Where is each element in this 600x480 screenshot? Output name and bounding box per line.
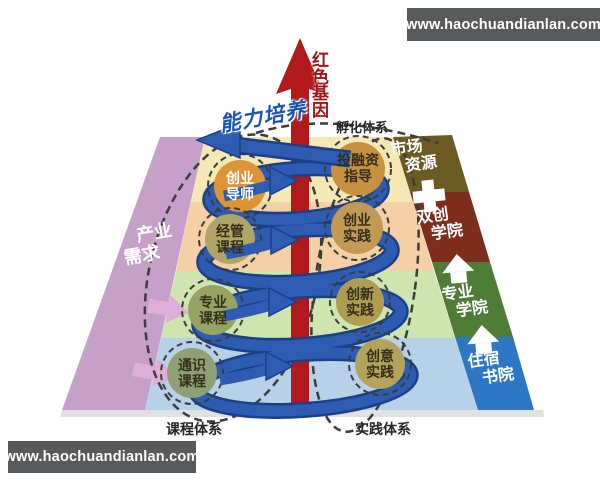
creativity-practice-line1: 创意	[366, 348, 394, 364]
innovation-practice-line2: 实践	[346, 301, 374, 318]
plus-icon	[412, 179, 446, 213]
red-gene-arrow-head	[276, 38, 324, 94]
watermark-top: www.haochuandianlan.com	[406, 8, 600, 41]
arrow-right-icon	[270, 224, 300, 256]
course-system-label: 课程体系	[166, 421, 222, 437]
financing-guidance-label: 投融资 指导	[326, 152, 390, 184]
creativity-practice-circle	[355, 339, 405, 389]
startup-mentor-line2: 导师	[226, 185, 254, 202]
residential-college-label: 住宿 书院	[467, 348, 516, 390]
general-courses-line1: 通识	[178, 357, 206, 373]
arrow-right-icon	[269, 165, 299, 197]
financing-guidance-line1: 投融资	[337, 152, 379, 168]
entrepreneurship-practice-line2: 实践	[343, 227, 371, 244]
arrow-left-icon	[195, 121, 241, 160]
incubation-system-label: 孵化体系	[336, 120, 389, 135]
professional-courses-label: 专业 课程	[181, 294, 245, 326]
general-courses-line2: 课程	[178, 372, 206, 389]
general-courses-circle	[167, 348, 217, 398]
spiral-level-arrows	[219, 165, 300, 386]
management-courses-line1: 经管	[216, 223, 244, 239]
arrow-right-icon	[265, 350, 295, 382]
innovation-practice-label: 创新 实践	[328, 286, 392, 318]
creativity-practice-line2: 实践	[366, 363, 394, 380]
startup-mentor-line1: 创业	[226, 170, 254, 186]
startup-mentor-label: 创业 导师	[208, 170, 272, 202]
arrow-right-icon	[268, 286, 298, 318]
innovation-practice-line1: 创新	[346, 286, 374, 302]
industry-demand-band	[62, 137, 205, 410]
general-courses-label: 通识 课程	[160, 357, 224, 389]
entrepreneurship-practice-label: 创业 实践	[325, 212, 389, 244]
practice-system-label: 实践体系	[355, 421, 411, 437]
watermark-bottom: www.haochuandianlan.com	[5, 441, 199, 473]
entrepreneurship-practice-circle	[331, 202, 383, 254]
innovation-practice-circle	[336, 278, 384, 326]
up-arrow-icon	[467, 325, 500, 355]
up-arrow-icon	[442, 254, 475, 284]
residential-college-band	[455, 337, 534, 410]
professional-college-label: 专业 学院	[441, 281, 490, 323]
management-courses-line2: 课程	[216, 238, 244, 255]
incubation-dashed-arc	[255, 122, 439, 145]
industry-arrow-icon	[147, 295, 189, 323]
market-resources-label: 市场 资源	[390, 136, 439, 178]
innovation-college-label: 双创 学院	[416, 204, 465, 246]
red-gene-label: 红色基因	[312, 51, 329, 120]
creativity-practice-label: 创意 实践	[348, 348, 412, 380]
management-courses-label: 经管 课程	[198, 223, 262, 255]
ability-arrow	[195, 121, 352, 168]
financing-guidance-line2: 指导	[344, 167, 372, 184]
professional-courses-line2: 课程	[199, 309, 227, 326]
entrepreneurship-practice-line1: 创业	[343, 212, 371, 228]
professional-courses-line1: 专业	[199, 294, 227, 310]
professional-courses-circle	[188, 285, 238, 335]
market-resources-band	[393, 135, 469, 192]
